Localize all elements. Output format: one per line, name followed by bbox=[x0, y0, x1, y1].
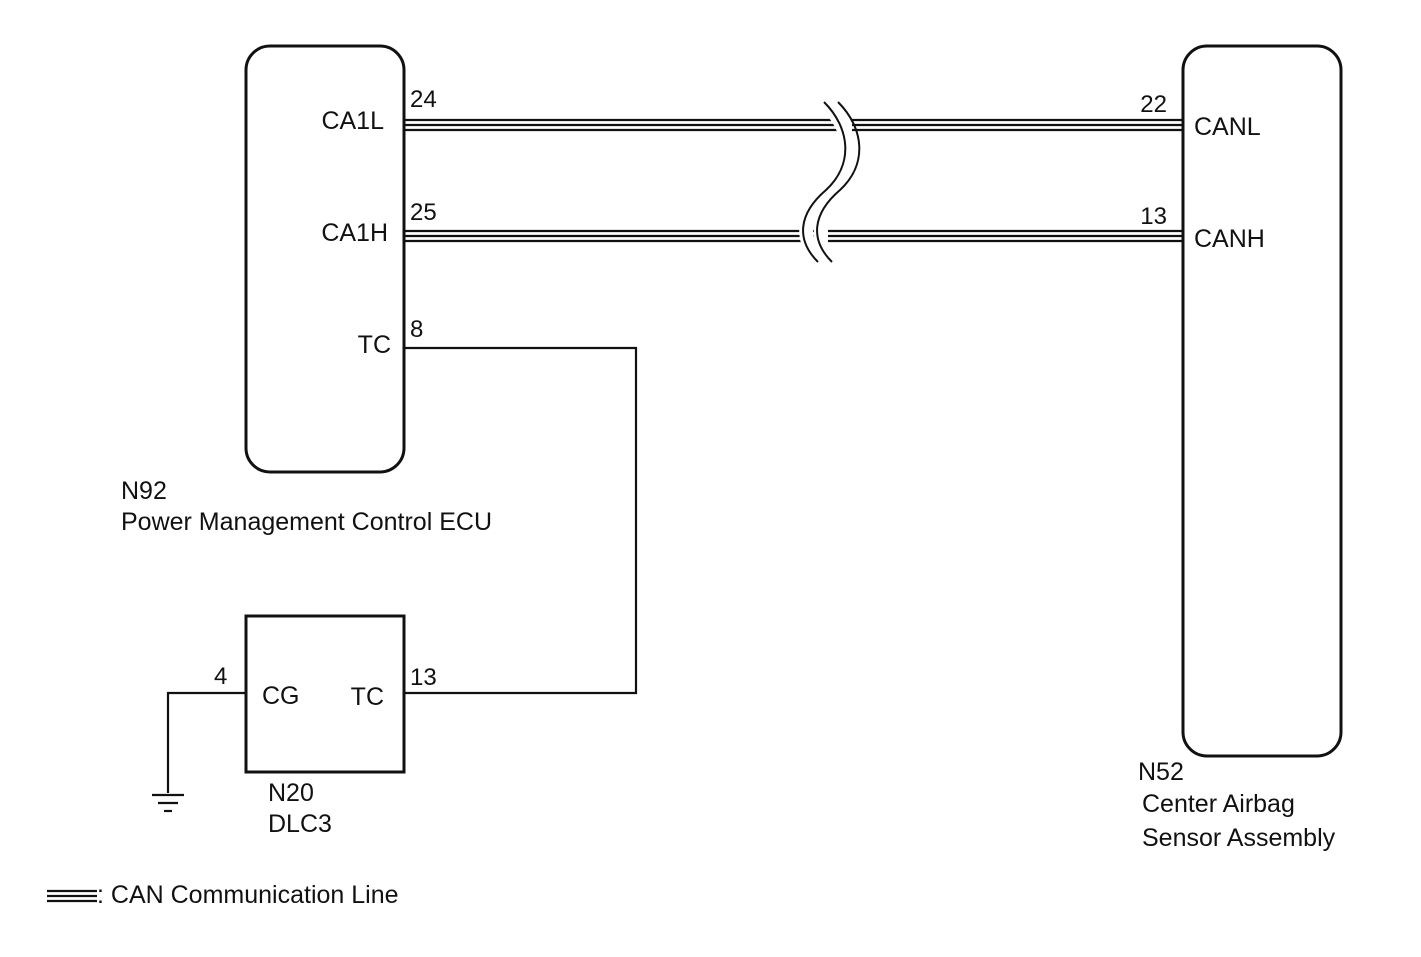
airbag-sensor-box bbox=[1181, 44, 1343, 758]
ecu-terminal-ca1h-pin: 25 bbox=[410, 199, 437, 226]
ecu-terminal-ca1l-label: CA1L bbox=[321, 107, 384, 135]
pmc-ecu-code: N92 bbox=[121, 477, 167, 505]
dlc3-terminal-cg-pin: 4 bbox=[214, 663, 227, 690]
ecu-terminal-ca1l-pin: 24 bbox=[410, 86, 437, 113]
legend-can-line-swatch bbox=[47, 889, 97, 903]
tc-wire bbox=[404, 346, 638, 695]
ecu-terminal-ca1h-label: CA1H bbox=[321, 219, 388, 247]
wire-break-icon bbox=[799, 96, 861, 268]
cg-wire bbox=[166, 691, 246, 793]
legend-text: : CAN Communication Line bbox=[97, 881, 399, 909]
ground-symbol-icon bbox=[152, 793, 184, 813]
dlc3-terminal-tc-pin: 13 bbox=[410, 664, 437, 691]
airbag-terminal-canh-label: CANH bbox=[1194, 225, 1265, 253]
dlc3-name: DLC3 bbox=[268, 810, 332, 838]
airbag-terminal-canl-pin: 22 bbox=[1140, 91, 1167, 118]
airbag-terminal-canl-label: CANL bbox=[1194, 113, 1261, 141]
can-line-high bbox=[404, 229, 1183, 243]
dlc3-terminal-cg-label: CG bbox=[262, 682, 300, 710]
dlc3-code: N20 bbox=[268, 779, 314, 807]
dlc3-terminal-tc-label: TC bbox=[351, 683, 384, 711]
airbag-sensor-name-line2: Sensor Assembly bbox=[1142, 824, 1336, 852]
pmc-ecu-name: Power Management Control ECU bbox=[121, 508, 492, 536]
airbag-sensor-code: N52 bbox=[1138, 758, 1184, 786]
ecu-terminal-tc-pin: 8 bbox=[410, 316, 423, 343]
ecu-terminal-tc-label: TC bbox=[358, 331, 391, 359]
can-line-low bbox=[404, 118, 1183, 132]
airbag-sensor-name-line1: Center Airbag bbox=[1142, 790, 1295, 818]
dlc3-box bbox=[244, 614, 406, 774]
pmc-ecu-box bbox=[244, 44, 406, 474]
airbag-terminal-canh-pin: 13 bbox=[1140, 203, 1167, 230]
